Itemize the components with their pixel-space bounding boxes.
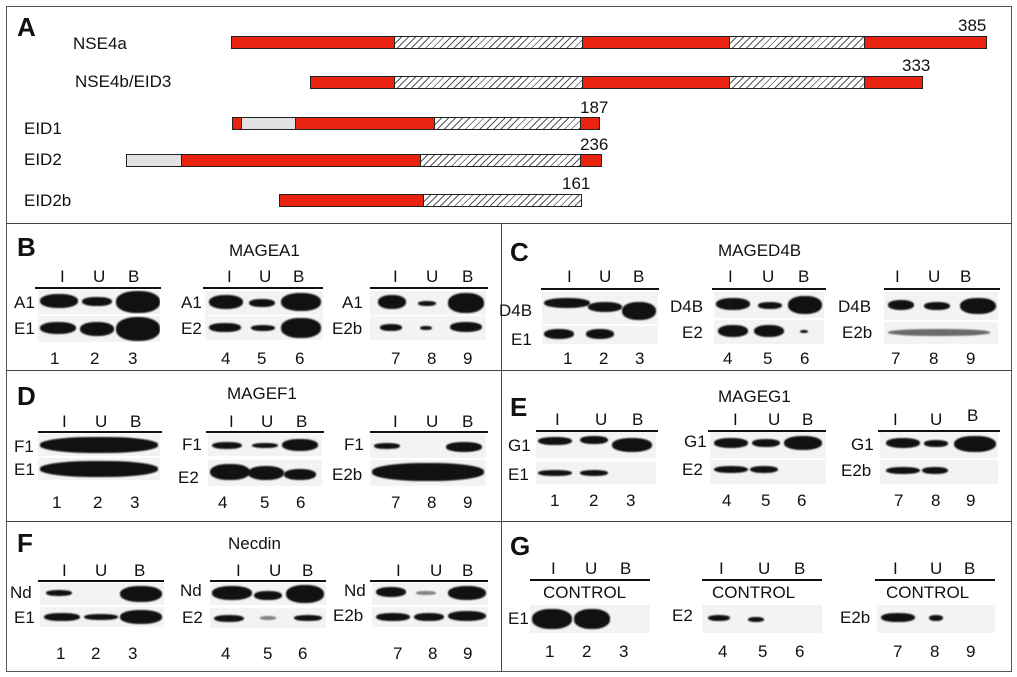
- construct-eid2-length: 236: [580, 135, 609, 154]
- construct-eid2b-name: EID2b: [24, 191, 72, 210]
- construct-eid2b-length: 161: [562, 174, 591, 193]
- panel-b-title: MAGEA1: [229, 241, 300, 260]
- divider-vertical: [501, 223, 502, 672]
- panel-f-title: Necdin: [228, 534, 281, 553]
- panel-e-letter: E: [510, 392, 528, 422]
- construct-eid2-name: EID2: [24, 150, 62, 169]
- panel-e-title: MAGEG1: [718, 387, 791, 406]
- divider-de: [6, 521, 1012, 522]
- construct-eid1-length: 187: [580, 98, 609, 117]
- panel-c-title: MAGED4B: [718, 241, 802, 260]
- panel-c-letter: C: [510, 237, 529, 267]
- panel-d-title: MAGEF1: [227, 384, 297, 403]
- panel-a-letter: A: [17, 12, 36, 42]
- construct-eid1-name: EID1: [24, 119, 62, 138]
- construct-nse4a-length: 385: [958, 16, 987, 35]
- panel-g-letter: G: [510, 531, 531, 561]
- panel-d-letter: D: [17, 381, 36, 411]
- divider-bc: [6, 370, 1012, 371]
- figure-frame: [6, 6, 1012, 672]
- construct-nse4b-length: 333: [902, 56, 931, 75]
- panel-b-letter: B: [17, 232, 36, 262]
- construct-nse4b-name: NSE4b/EID3: [75, 72, 172, 91]
- construct-nse4a-name: NSE4a: [73, 34, 127, 53]
- divider-a: [6, 223, 1012, 224]
- panel-f-letter: F: [17, 528, 33, 558]
